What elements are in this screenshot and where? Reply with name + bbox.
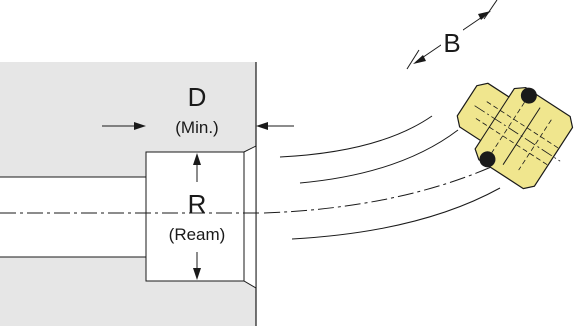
cartridge-hidden-line-1: [486, 101, 560, 149]
cartridge-hidden-line-4: [518, 119, 552, 171]
o-ring-bottom: [479, 151, 496, 168]
r-arrowhead-bottom: [193, 268, 201, 280]
cartridge-hidden-line-3: [491, 102, 525, 153]
b-arrowhead-left: [413, 55, 426, 64]
dimension-d-sublabel: (Min.): [175, 118, 218, 137]
d-arrowhead-left: [134, 122, 146, 130]
dimension-d-label: D: [188, 82, 207, 112]
through-passage: [0, 177, 146, 257]
cartridge-hidden-line-2: [475, 118, 549, 166]
b-label-backdrop: [441, 26, 463, 56]
cartridge: [456, 82, 574, 190]
o-ring-top: [520, 87, 537, 104]
cartridge-center-line: [474, 105, 561, 162]
motion-line-1: [279, 115, 433, 158]
motion-line-4: [291, 187, 501, 240]
dimension-r-label: R: [188, 189, 207, 219]
motion-line-2: [299, 129, 459, 184]
r-arrowhead-top: [193, 153, 201, 165]
motion-line-3: [263, 163, 499, 214]
b-extension-left: [406, 49, 420, 70]
b-extension-right: [483, 0, 498, 20]
dimension-b-label: B: [443, 28, 460, 58]
dimension-r-sublabel: (Ream): [169, 225, 226, 244]
d-arrowhead-right: [256, 122, 268, 130]
b-arrowhead-right: [478, 11, 491, 20]
